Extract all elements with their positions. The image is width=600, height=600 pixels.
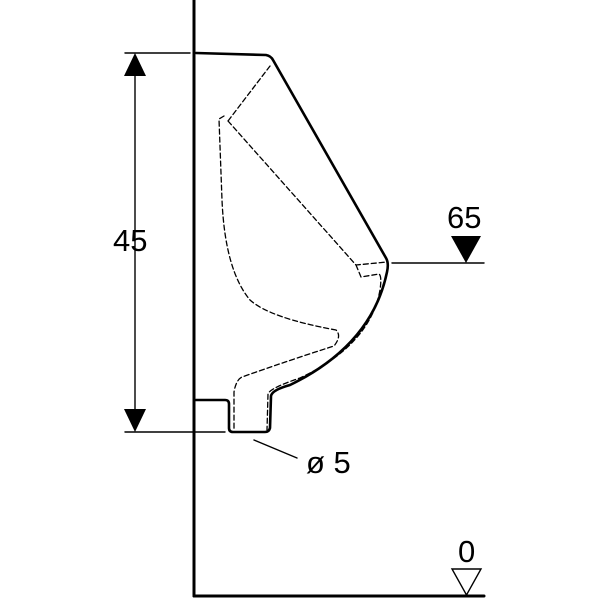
arrow-down-icon <box>124 409 146 432</box>
outlet-leader-line <box>253 439 298 459</box>
rim-height-label: 65 <box>447 200 482 235</box>
urinal-outline <box>194 51 390 434</box>
height-label: 45 <box>113 223 148 258</box>
height-dimension <box>124 52 226 433</box>
level-marker-filled-icon <box>451 236 481 263</box>
outlet-diameter-label: ø 5 <box>306 445 351 480</box>
arrow-up-icon <box>124 53 146 76</box>
floor-level-marker-icon <box>450 568 483 597</box>
floor-level-label: 0 <box>458 534 476 569</box>
urinal-hidden-lines <box>218 65 388 431</box>
